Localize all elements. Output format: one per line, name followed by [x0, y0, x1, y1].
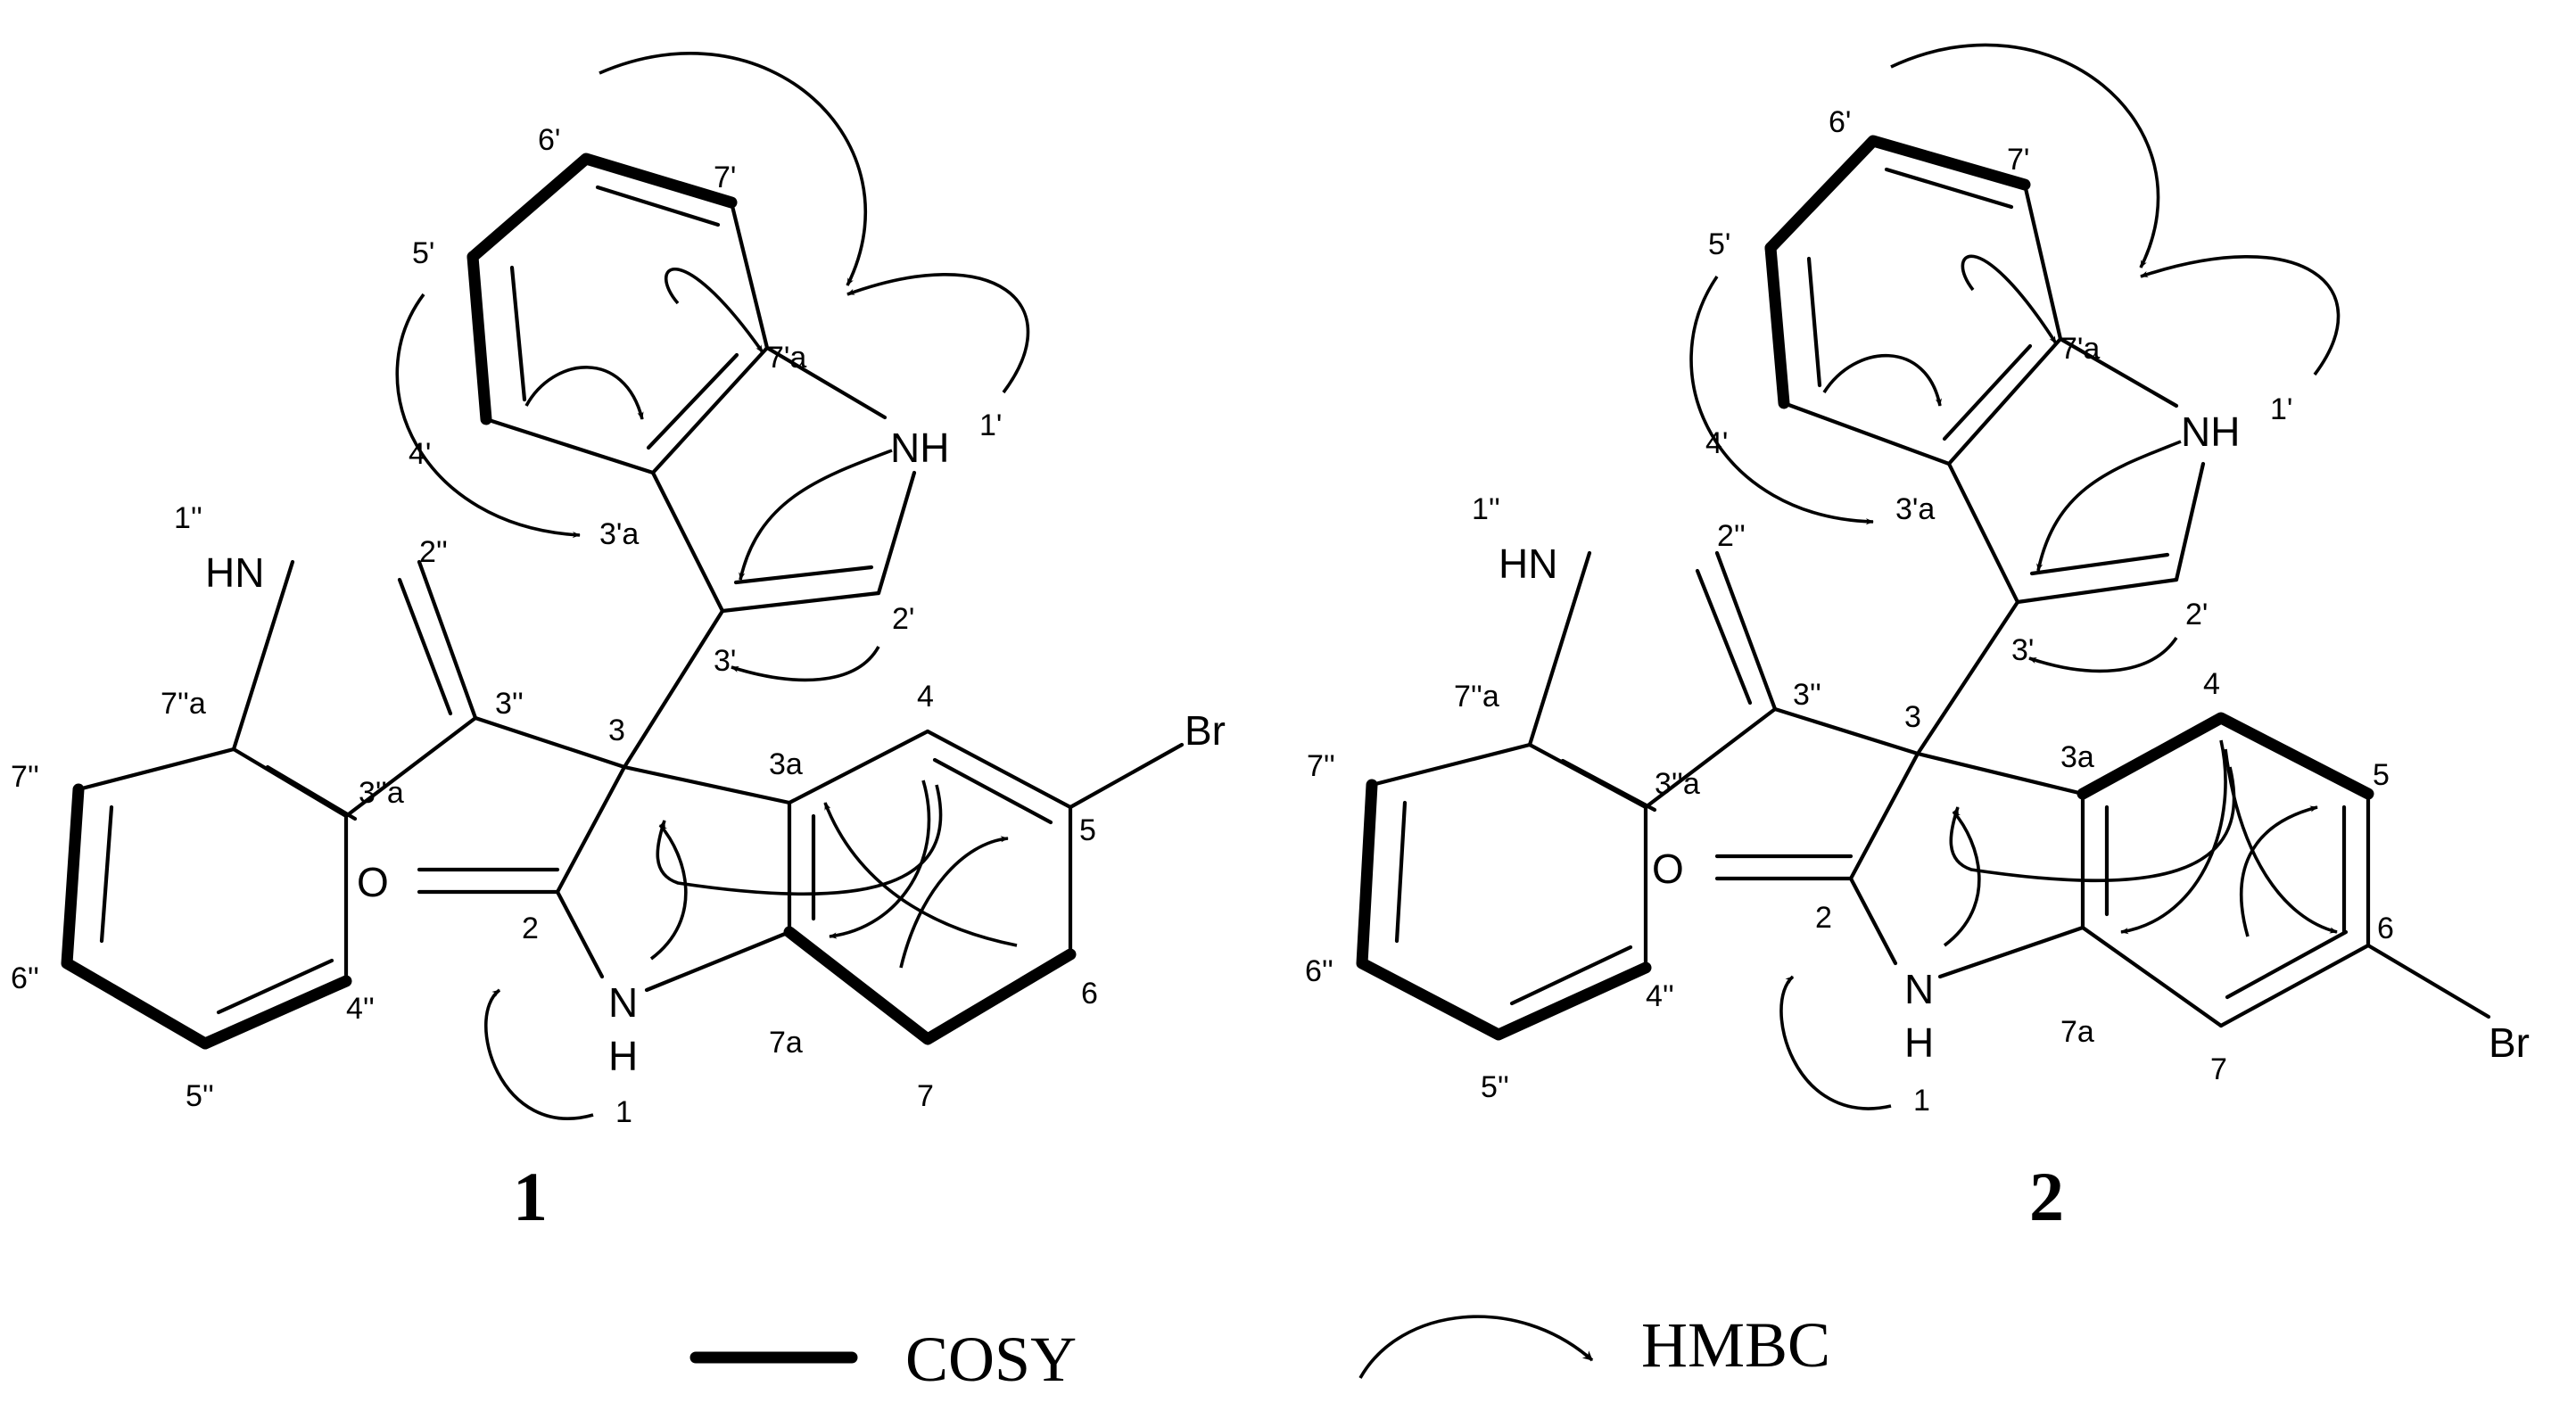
c1-label-4: 4 [917, 680, 934, 714]
legend-hmbc-label: HMBC [1641, 1309, 1830, 1381]
c1-label-1pp: 1'' [174, 501, 202, 535]
c1-label-1: 1 [615, 1095, 632, 1129]
c1-label-5: 5 [1079, 813, 1096, 847]
compound-2-hmbc-arrows [1689, 43, 2341, 1110]
c2-label-3: 3 [1904, 700, 1921, 734]
c2-label-6p: 6' [1829, 105, 1851, 139]
c2-atom-br: Br [2489, 1019, 2530, 1066]
legend-hmbc-arrow [1358, 1315, 1594, 1379]
c2-label-1pp: 1'' [1472, 492, 1500, 526]
compound-1-upper-indole [466, 153, 917, 614]
c2-label-7pp: 7'' [1307, 749, 1335, 783]
c2-label-3p: 3' [2011, 633, 2034, 667]
c2-label-6pp: 6'' [1305, 954, 1333, 988]
c1-label-3: 3 [608, 714, 625, 747]
c1-label-7ap: 7'a [767, 341, 806, 375]
compound-2-left-indole [1356, 550, 2020, 1041]
c2-label-4p: 4' [1705, 426, 1728, 460]
c1-label-1p: 1' [979, 408, 1002, 442]
c1-label-2: 2 [522, 912, 539, 945]
c1-label-3pp: 3'' [495, 687, 524, 721]
c2-label-4: 4 [2203, 667, 2220, 701]
compound-2-upper-indole [1764, 135, 2206, 605]
c2-label-3pp: 3'' [1793, 678, 1821, 712]
c2-label-5p: 5' [1708, 227, 1730, 261]
compound-1-oxindole [417, 729, 1185, 1045]
c1-label-7a: 7a [769, 1026, 803, 1060]
c1-label-2p: 2' [892, 602, 914, 636]
c2-atom-n: N [1904, 966, 1934, 1012]
c1-label-7pp: 7'' [11, 760, 39, 794]
c2-label-6: 6 [2377, 912, 2394, 945]
c1-label-6: 6 [1081, 977, 1098, 1011]
c1-label-2pp: 2'' [419, 535, 448, 569]
c1-label-6pp: 6'' [11, 961, 39, 995]
c1-label-5p: 5' [412, 236, 434, 270]
c1-atom-nh: NH [890, 425, 949, 471]
c1-label-3ap: 3'a [599, 517, 639, 551]
c1-label-6p: 6' [538, 123, 560, 157]
c1-label-4p: 4' [409, 437, 431, 471]
c2-label-2pp: 2'' [1717, 519, 1746, 553]
c1-atom-hn: HN [205, 549, 264, 596]
c2-label-1p: 1' [2270, 392, 2292, 426]
legend-cosy-label: COSY [905, 1324, 1077, 1395]
c1-label-7: 7 [917, 1079, 934, 1113]
compound-2-number: 2 [2029, 1158, 2064, 1235]
c2-label-4pp: 4'' [1646, 979, 1674, 1013]
compound-1: 6' 7' 5' 7'a NH 1' 4' 3'a 3' 2' 1'' 2'' … [11, 52, 1226, 1235]
c2-label-7app: 7''a [1454, 680, 1499, 714]
compound-2: 6' 7' 5' 7'a NH 1' 4' 3'a 3' 2' 1'' 2'' … [1305, 43, 2530, 1235]
c1-label-5pp: 5'' [186, 1079, 214, 1113]
c1-label-3app: 3''a [359, 776, 404, 810]
c1-label-3a: 3a [769, 747, 803, 781]
compound-1-number: 1 [513, 1158, 548, 1235]
legend: COSY HMBC [689, 1309, 1830, 1395]
c2-label-7: 7 [2210, 1052, 2227, 1086]
c1-label-7app: 7''a [161, 687, 206, 721]
c2-label-7p: 7' [2007, 143, 2029, 177]
c2-atom-h: H [1904, 1019, 1934, 1066]
c2-atom-nh: NH [2181, 408, 2240, 455]
compound-1-hmbc-arrows [395, 52, 1030, 1120]
c2-label-3a: 3a [2060, 740, 2094, 774]
c1-label-4pp: 4'' [346, 992, 375, 1026]
c2-label-2: 2 [1815, 901, 1832, 935]
c2-label-5: 5 [2373, 758, 2390, 792]
c2-label-7ap: 7'a [2060, 332, 2100, 366]
c1-atom-n: N [608, 979, 638, 1026]
c2-label-2p: 2' [2185, 598, 2208, 631]
compound-1-left-indole [61, 559, 725, 1050]
compound-2-oxindole [1714, 712, 2491, 1028]
c2-label-7a: 7a [2060, 1015, 2094, 1049]
c1-atom-o: O [357, 859, 389, 905]
c1-label-3p: 3' [714, 644, 736, 678]
c2-label-3ap: 3'a [1895, 492, 1935, 526]
c2-atom-hn: HN [1499, 540, 1557, 587]
c1-atom-br: Br [1185, 707, 1226, 754]
c1-label-7p: 7' [714, 161, 736, 194]
c2-atom-o: O [1652, 846, 1684, 892]
c1-atom-h: H [608, 1033, 638, 1079]
c2-label-3app: 3''a [1655, 767, 1700, 801]
c2-label-1: 1 [1913, 1084, 1930, 1118]
c2-label-5pp: 5'' [1481, 1070, 1509, 1104]
